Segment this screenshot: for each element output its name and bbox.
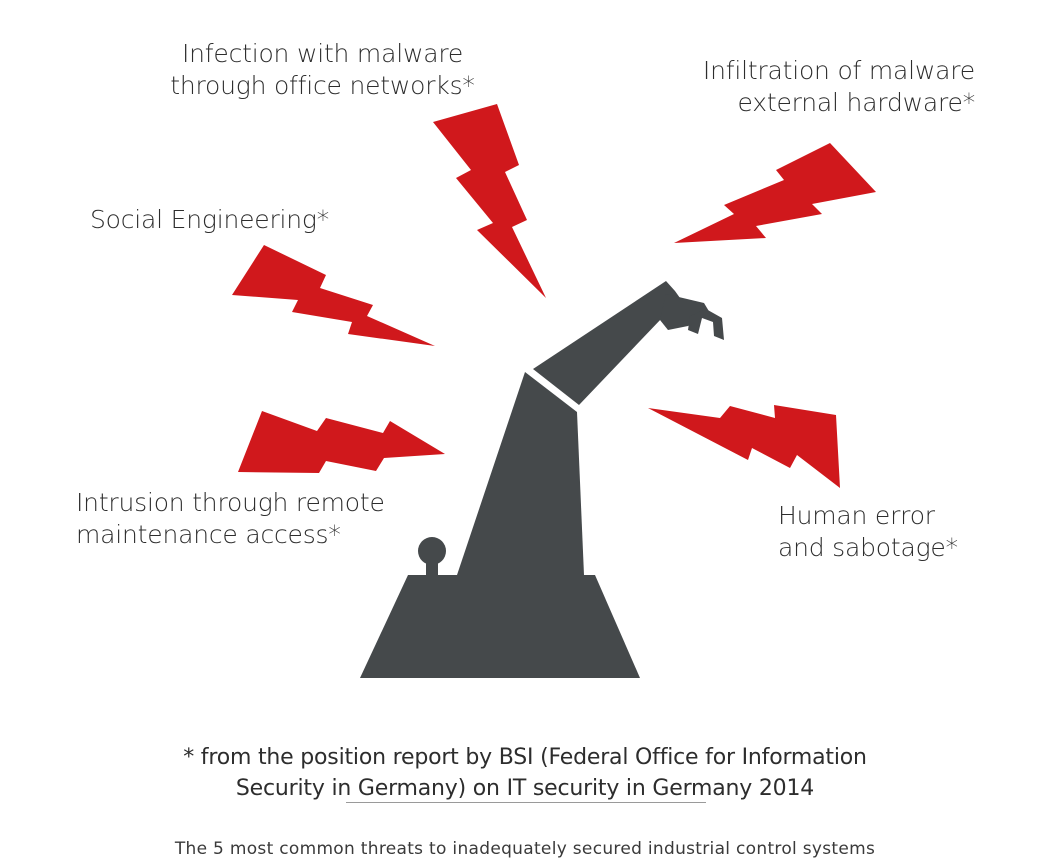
lightning-bolt-icon <box>648 405 840 488</box>
threat-label-human-error: Human error and sabotage* <box>778 500 1018 564</box>
robot-upper-arm <box>533 281 680 405</box>
lightning-bolt-icon <box>433 104 546 298</box>
lightning-bolt-icon <box>232 245 435 346</box>
robot-control-knob <box>418 537 446 565</box>
lightning-bolts <box>232 104 876 488</box>
threat-label-line: Infection with malware <box>181 39 464 68</box>
threat-label-line: Intrusion through remote <box>76 488 385 517</box>
robot-control-stem <box>426 556 438 576</box>
threat-label-line: maintenance access* <box>76 520 341 549</box>
footnote-line: * from the position report by BSI (Feder… <box>183 745 867 770</box>
robot-base <box>360 575 640 678</box>
divider <box>346 802 706 803</box>
threat-label-line: Infiltration of malware <box>702 56 975 85</box>
threat-label-remote-maintenance: Intrusion through remote maintenance acc… <box>76 487 416 551</box>
threat-label-line: through office networks* <box>170 71 475 100</box>
threat-label-line: Social Engineering* <box>90 205 330 234</box>
threat-label-malware-hardware: Infiltration of malware external hardwar… <box>640 55 975 119</box>
lightning-bolt-icon <box>674 143 876 243</box>
threat-label-social-engineering: Social Engineering* <box>90 204 410 236</box>
threat-label-malware-office: Infection with malware through office ne… <box>150 38 495 102</box>
threat-label-line: and sabotage* <box>778 533 958 562</box>
industrial-robot-arm-icon <box>360 281 724 678</box>
footnote-line: Security in Germany) on IT security in G… <box>235 776 815 801</box>
lightning-bolt-icon <box>238 411 445 473</box>
figure-caption: The 5 most common threats to inadequatel… <box>174 839 876 859</box>
robot-wrist <box>660 294 710 330</box>
robot-gripper <box>688 309 724 340</box>
threat-label-line: Human error <box>778 501 935 530</box>
robot-lower-arm <box>457 372 584 575</box>
source-footnote: * from the position report by BSI (Feder… <box>120 742 930 804</box>
threat-label-line: external hardware* <box>737 88 976 117</box>
